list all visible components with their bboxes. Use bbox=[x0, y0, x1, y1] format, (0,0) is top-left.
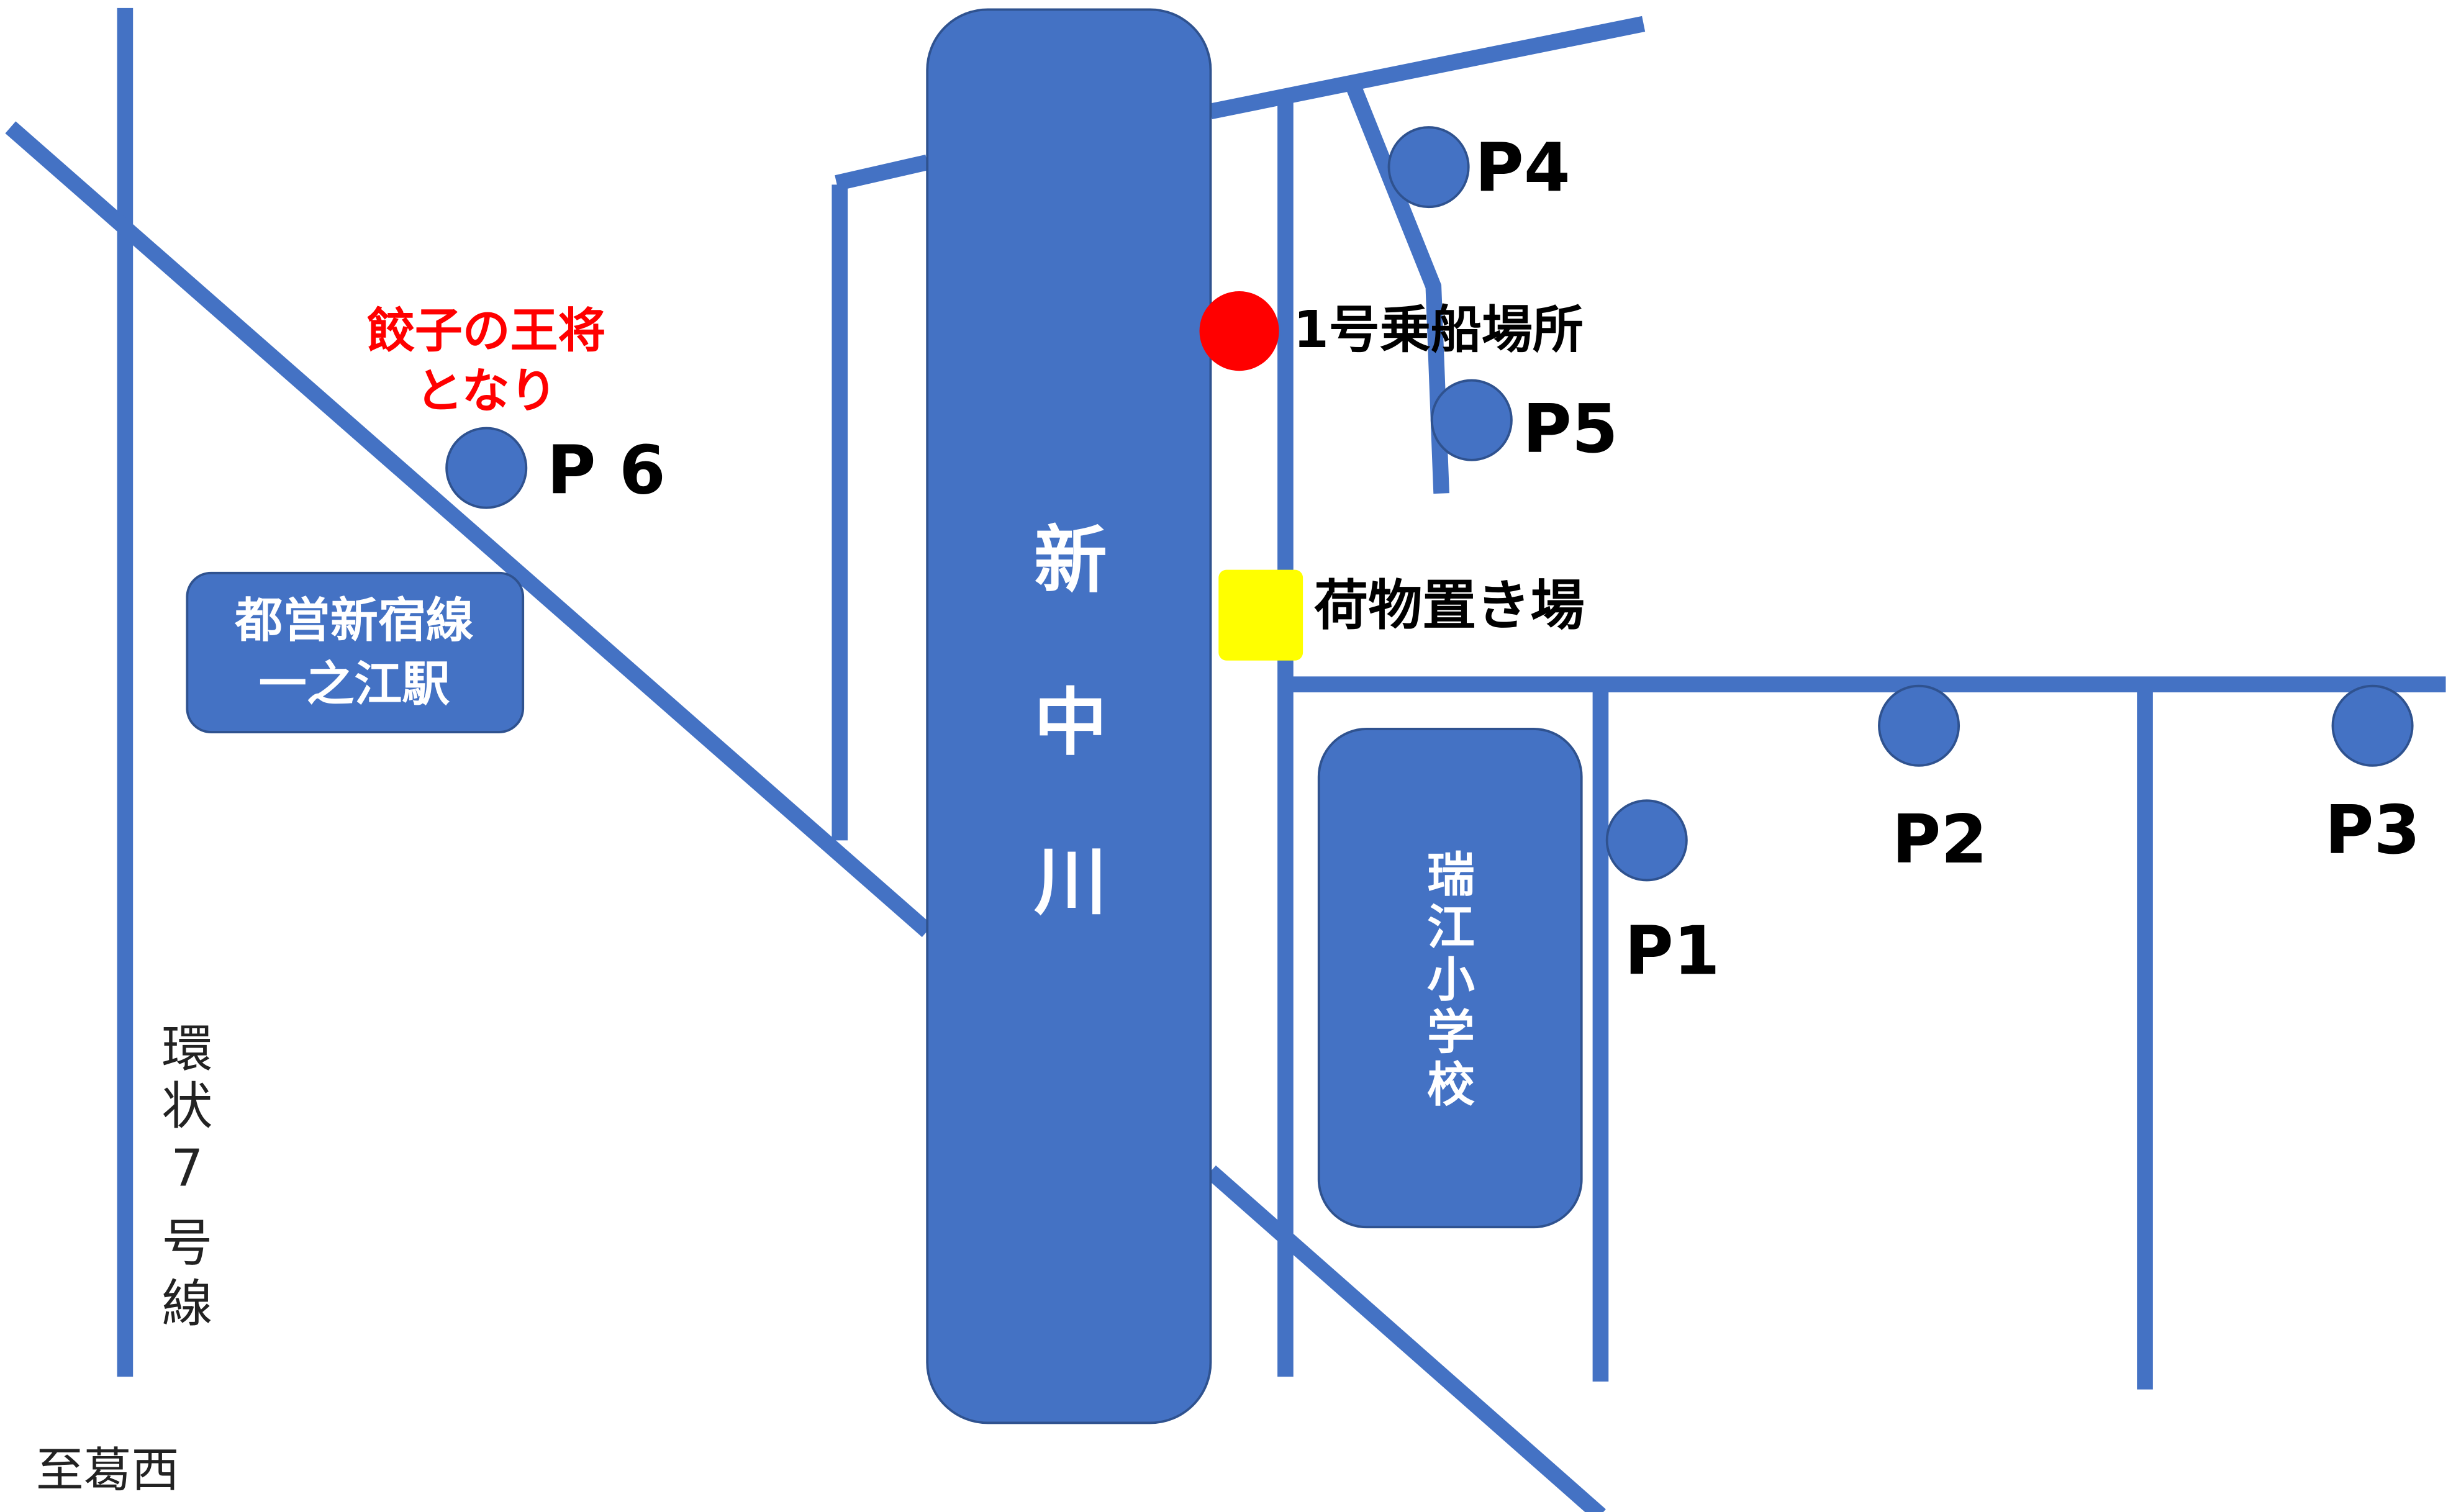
parking-p4-marker bbox=[1387, 126, 1470, 209]
boarding-marker bbox=[1199, 291, 1279, 371]
parking-p3-label: P3 bbox=[2325, 792, 2421, 869]
parking-p4-label: P4 bbox=[1475, 130, 1570, 207]
boarding-label: 1号乗船場所 bbox=[1294, 301, 1584, 360]
road-northeast bbox=[1208, 16, 1646, 119]
parking-p5-label: P5 bbox=[1523, 391, 1618, 468]
river-shin-nakagawa bbox=[926, 8, 1212, 1424]
ring7-char-3: 7 bbox=[171, 1139, 203, 1198]
ring7-char-2: 状 bbox=[161, 1077, 212, 1136]
parking-p1-marker bbox=[1605, 799, 1688, 882]
river-label-1: 新 bbox=[1034, 518, 1107, 603]
river-label-2: 中 bbox=[1034, 681, 1107, 766]
parking-p3-marker bbox=[2331, 684, 2414, 767]
parking-p5-marker bbox=[1430, 379, 1513, 461]
direction-label: 至葛西 bbox=[36, 1443, 179, 1498]
school-box bbox=[1317, 728, 1583, 1229]
road-west-bank bbox=[835, 154, 930, 191]
luggage-marker bbox=[1218, 569, 1303, 661]
parking-p2-label: P2 bbox=[1892, 801, 1987, 879]
road-diagonal-west bbox=[5, 121, 933, 938]
school-char-2: 江 bbox=[1427, 900, 1475, 956]
parking-p6-marker bbox=[445, 427, 528, 509]
ring7-char-4: 号 bbox=[161, 1214, 212, 1273]
station-box bbox=[186, 571, 525, 733]
station-line2: 一之江駅 bbox=[259, 657, 450, 712]
school-char-3: 小 bbox=[1427, 953, 1475, 1008]
station-line1: 都営新宿線 bbox=[234, 593, 473, 648]
parking-p1-label: P1 bbox=[1625, 913, 1720, 990]
luggage-label: 荷物置き場 bbox=[1314, 574, 1585, 637]
restaurant-note-line2: となり bbox=[415, 364, 557, 419]
school-char-1: 瑞 bbox=[1427, 848, 1475, 903]
ring7-char-5: 線 bbox=[161, 1274, 212, 1333]
school-char-4: 学 bbox=[1427, 1005, 1475, 1061]
road-diagonal-east bbox=[1205, 1165, 1606, 1512]
school-char-5: 校 bbox=[1427, 1058, 1475, 1113]
restaurant-note-line1: 餃子の王将 bbox=[367, 304, 605, 359]
parking-p6-label: P 6 bbox=[547, 432, 666, 510]
river-label-3: 川 bbox=[1034, 840, 1107, 925]
parking-p2-marker bbox=[1878, 684, 1960, 767]
ring7-char-1: 環 bbox=[161, 1020, 212, 1079]
